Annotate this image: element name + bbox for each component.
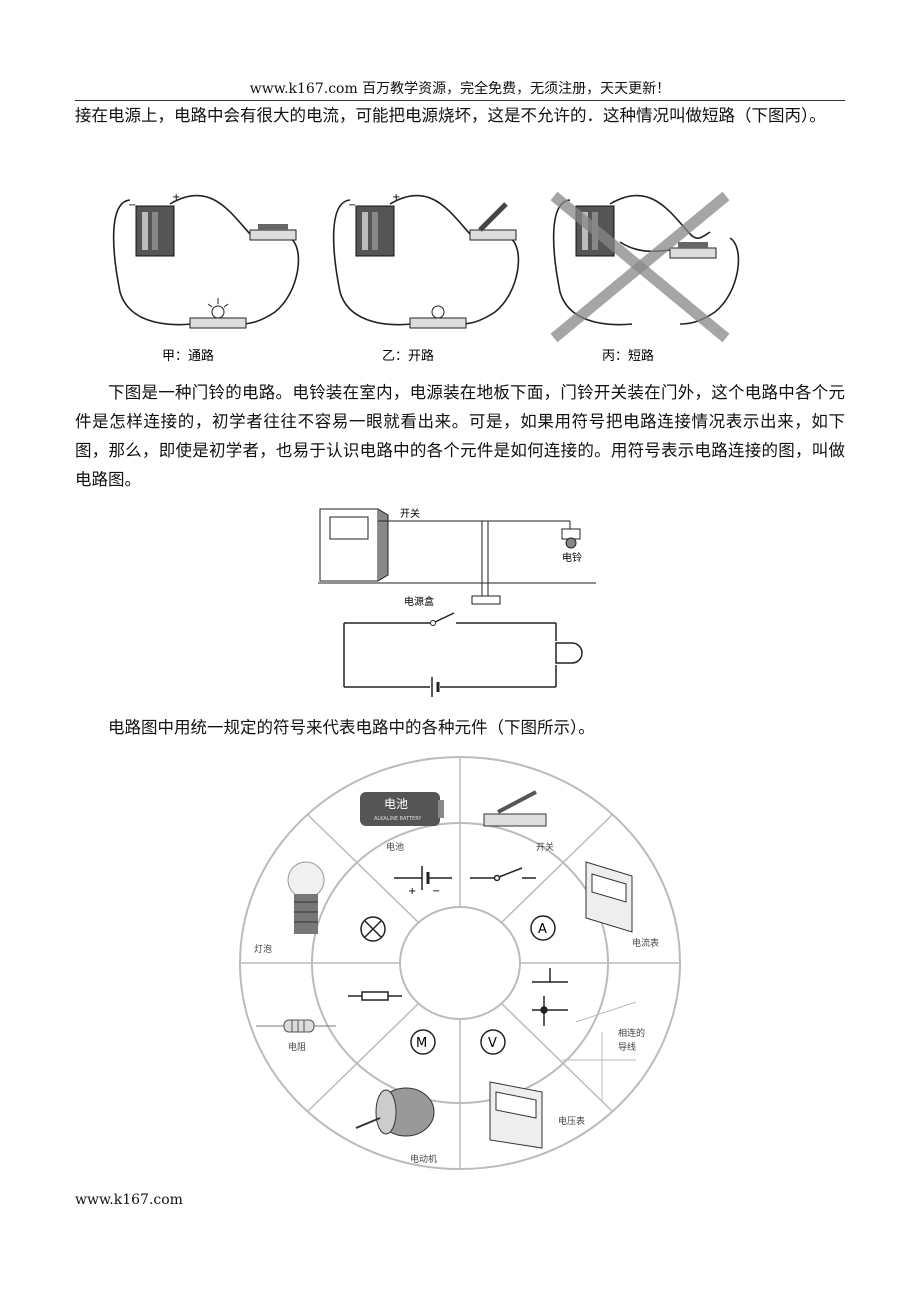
label-ammeter: 电流表 (632, 937, 659, 949)
label-bell: 电铃 (562, 551, 582, 564)
figure-symbol-wheel: 电池 ALKALINE BATTERY 电池 开关 电流表 相连的 导线 电压表… (239, 756, 681, 1170)
lamp-symbol-icon (360, 916, 386, 942)
page-footer: www.k167.com (75, 1192, 183, 1208)
label-motor: 电动机 (410, 1153, 437, 1165)
wire-junction-symbol-icon (532, 968, 568, 1026)
circuit-closed: − + 甲：通路 (112, 192, 300, 364)
battery-photo-icon: 电池 ALKALINE BATTERY (360, 792, 444, 826)
label-battery: 电池 (386, 841, 404, 853)
svg-text:−: − (348, 200, 356, 211)
switch-icon (669, 242, 717, 259)
ammeter-symbol-icon: A (530, 915, 556, 941)
voltmeter-symbol-icon: V (480, 1029, 506, 1055)
circuit-open: − + 乙：开路 (332, 192, 520, 364)
svg-text:−: − (128, 200, 136, 211)
switch-symbol-icon (470, 867, 536, 882)
bulb-photo-icon (287, 861, 325, 934)
resistor-photo-icon (256, 1019, 336, 1033)
motor-letter: M (416, 1036, 427, 1051)
plus-sign: + (408, 886, 416, 897)
battery-brand-text: 电池 (384, 797, 408, 811)
battery-icon: − + (348, 192, 400, 257)
paragraph-short-circuit: 接在电源上，电路中会有很大的电流，可能把电源烧坏，这是不允许的．这种情况叫做短路… (75, 106, 826, 125)
page-header: www.k167.com 百万教学资源，完全免费，无须注册，天天更新！ (249, 81, 671, 97)
switch-closed-icon (249, 224, 297, 241)
switch-open-icon (469, 202, 517, 241)
svg-text:+: + (172, 192, 180, 203)
caption-closed: 甲：通路 (162, 348, 214, 364)
label-crossing: 相连的 (618, 1027, 645, 1039)
voltmeter-letter: V (488, 1036, 497, 1051)
label-switch-component: 开关 (536, 841, 554, 853)
ammeter-letter: A (538, 922, 547, 937)
voltmeter-photo-icon (489, 1081, 543, 1149)
label-bulb: 灯泡 (254, 943, 272, 955)
ammeter-photo-icon (585, 861, 633, 933)
circuit-short: 丙：短路 (550, 191, 740, 364)
bulb-icon (189, 298, 247, 329)
motor-symbol-icon: M (410, 1029, 436, 1055)
battery-small-text: ALKALINE BATTERY (374, 816, 422, 822)
label-battery-box: 电源盒 (404, 595, 434, 608)
battery-icon: − + (128, 192, 180, 257)
paragraph-symbols: 电路图中用统一规定的符号来代表电路中的各种元件（下图所示）。 (108, 718, 595, 737)
bulb-icon (409, 305, 467, 329)
door-icon (319, 508, 389, 582)
bell-icon (561, 528, 581, 549)
battery-symbol-icon (394, 866, 452, 890)
paragraph-doorbell: 下图是一种门铃的电路。电铃装在室内，电源装在地板下面，门铃开关装在门外，这个电路… (75, 383, 845, 489)
svg-text:+: + (392, 192, 400, 203)
label-crossing-2: 导线 (618, 1041, 636, 1053)
cross-mark-icon (550, 191, 730, 343)
motor-photo-icon (355, 1087, 435, 1137)
crossing-wires-icon (562, 1001, 637, 1102)
label-switch: 开关 (400, 507, 420, 520)
figure-circuit-states: − + 甲：通路 − + (112, 191, 740, 364)
header-rule (75, 100, 845, 101)
caption-open: 乙：开路 (382, 348, 434, 364)
switch-photo-icon (483, 790, 547, 827)
battery-box-icon (471, 595, 501, 605)
figure-doorbell: 开关 电铃 电源盒 (318, 507, 596, 697)
resistor-symbol-icon (348, 991, 402, 1001)
doorbell-schematic (343, 612, 583, 697)
minus-sign: − (432, 886, 440, 897)
label-voltmeter: 电压表 (558, 1115, 585, 1127)
label-resistor: 电阻 (288, 1041, 306, 1053)
caption-short: 丙：短路 (602, 348, 654, 364)
